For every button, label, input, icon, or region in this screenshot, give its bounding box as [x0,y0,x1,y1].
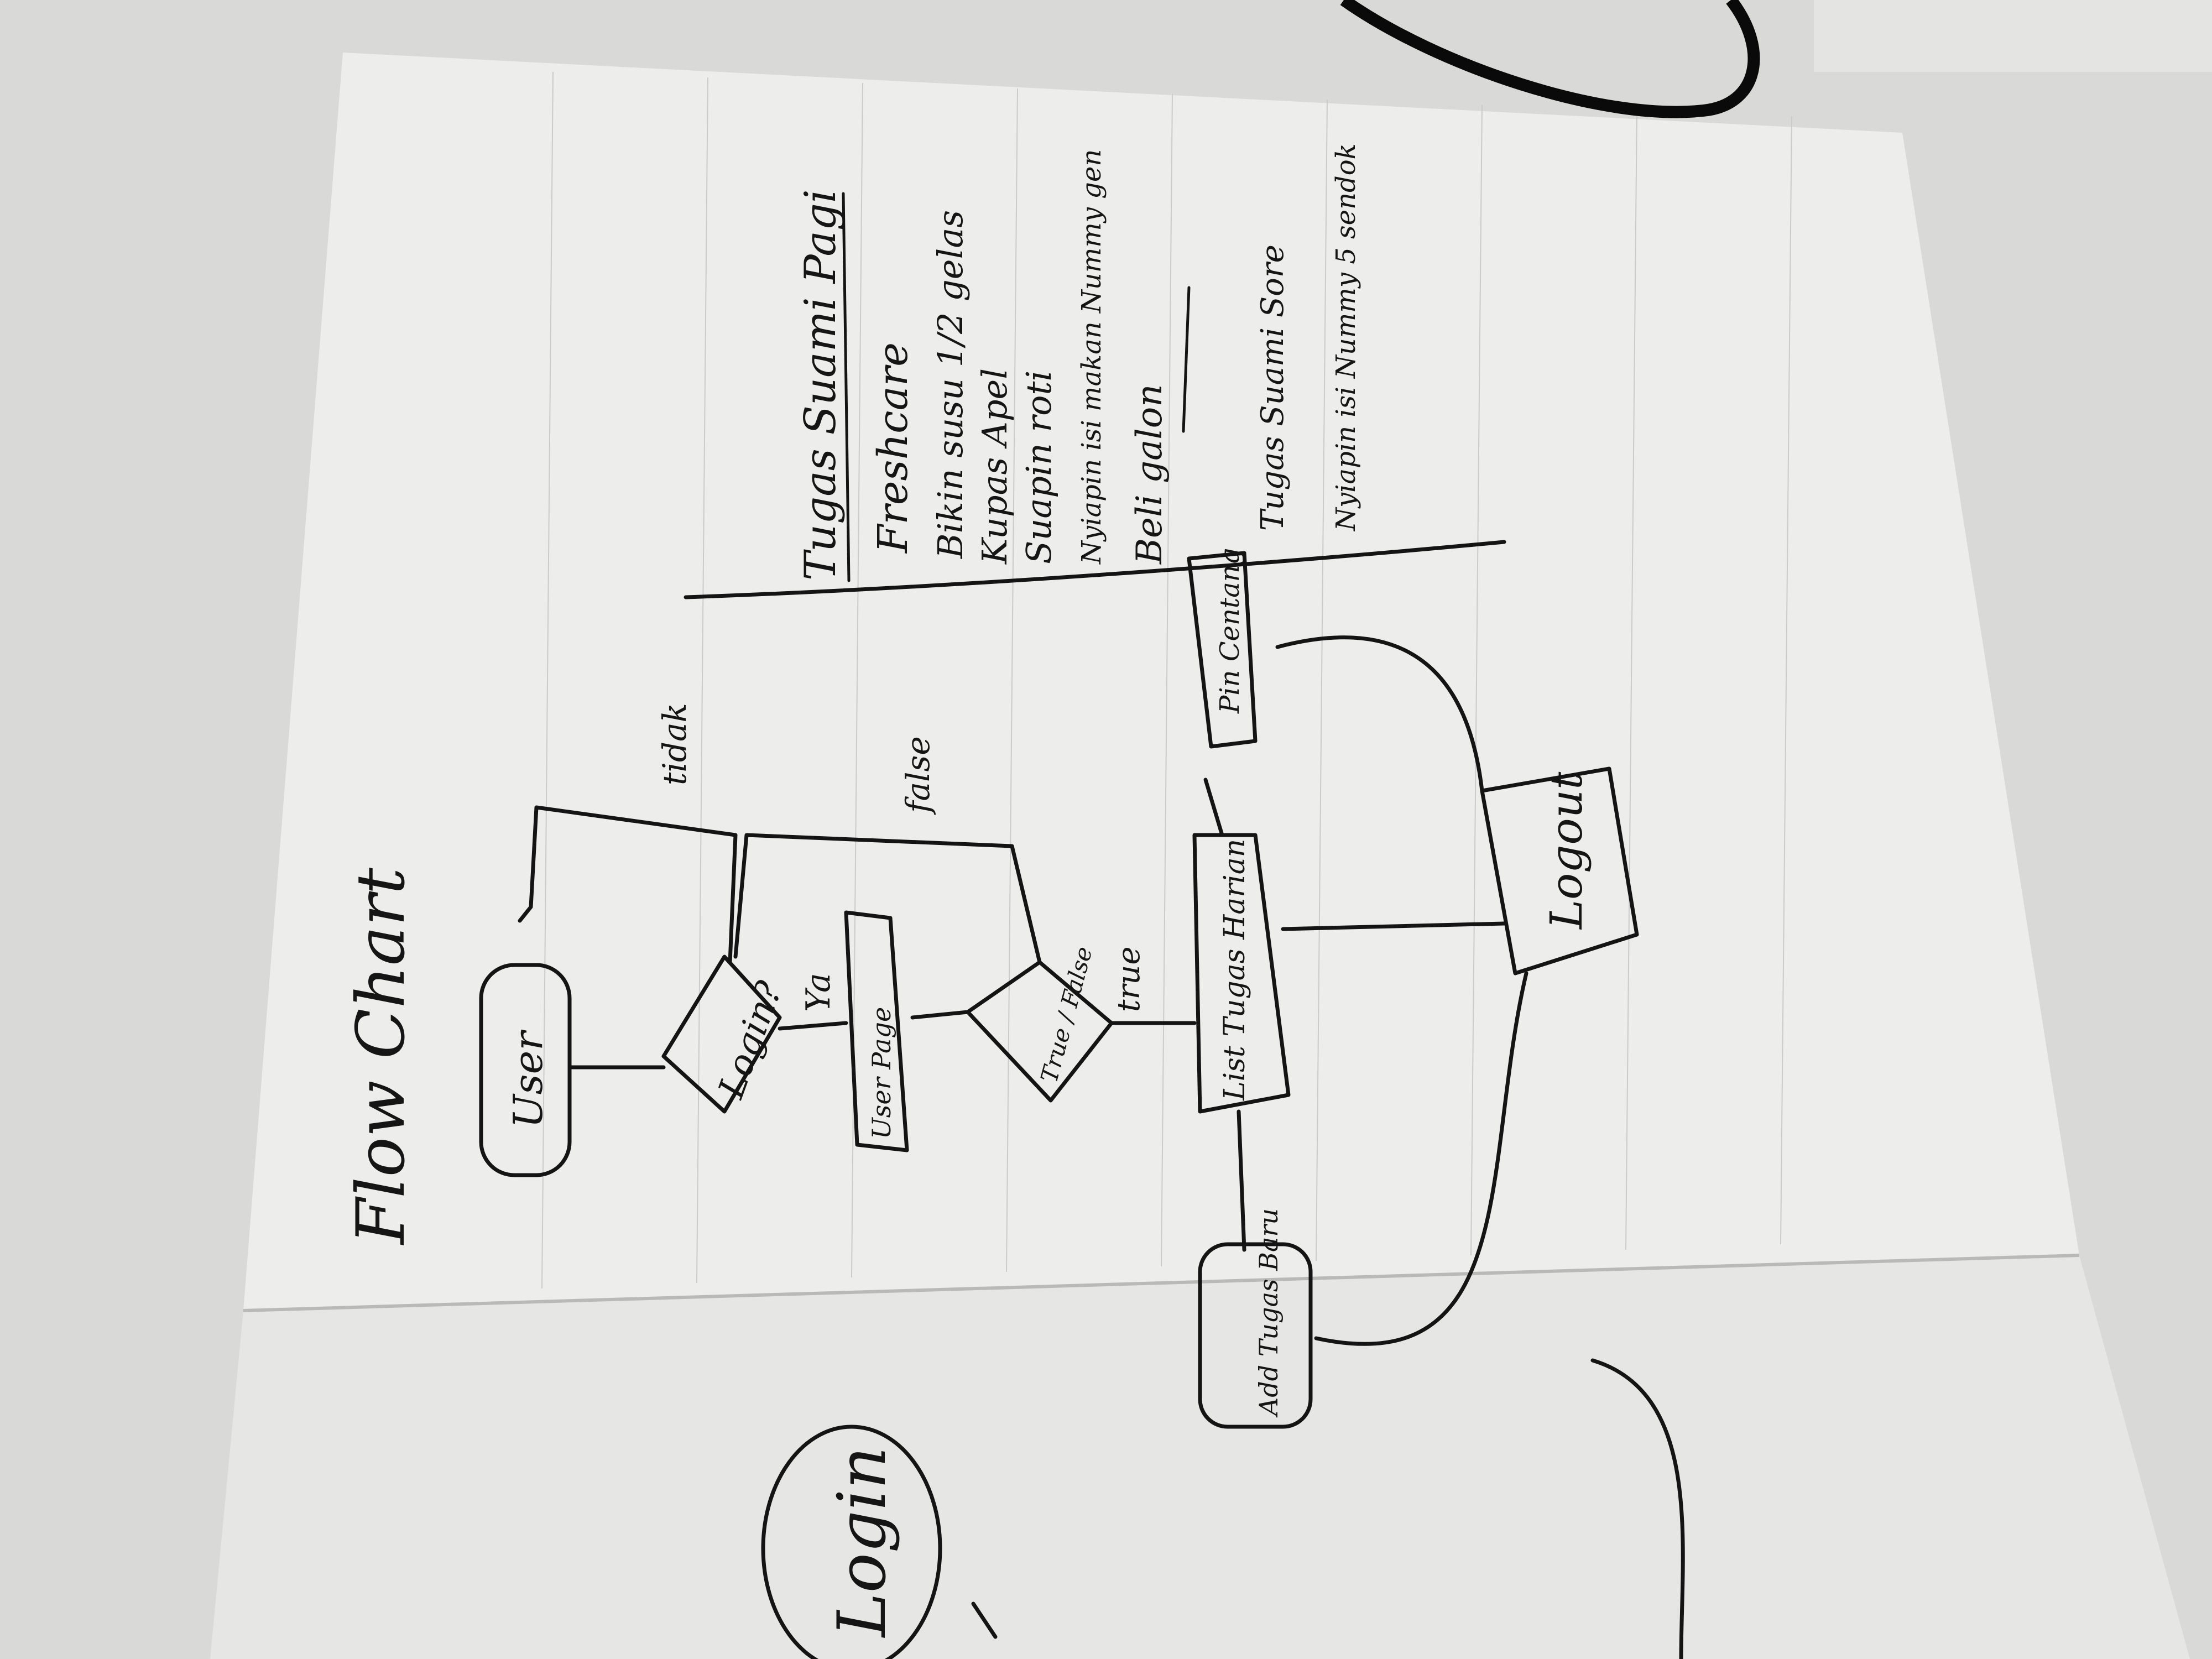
morning-item-6: Beli galon [1129,384,1170,565]
notes: Tugas Suami Pagi Freshcare Bikin susu 1/… [796,143,1361,582]
logout-label: Logout [1541,771,1592,930]
dash-mark [971,1601,998,1639]
login-yes-label: Ya [799,973,838,1012]
cable [1340,0,1760,118]
evening-item-1: Nyiapin isi Nummy 5 sendok [1331,143,1361,531]
proof-label: Pin Centang [1214,548,1245,714]
next-page: Login [761,1358,1685,1659]
login-terminator-label: Login [824,1447,901,1638]
validate-false-label: false [899,736,937,815]
login-no-label: tidak [656,703,693,785]
add-task-label: Add Tugas Baru [1254,1208,1284,1418]
login-decision [661,954,782,1114]
connector-list-add [1237,1109,1246,1252]
user-page-label: User Page [867,1007,896,1139]
heading-underline [842,192,851,582]
logout-box [1480,766,1639,975]
morning-item-5: Nyiapin isi makan Nummy gen [1076,149,1107,565]
connector-proof-logout [1275,635,1484,793]
list-task-box [1192,833,1291,1114]
morning-item-3: Kupas Apel [974,368,1015,565]
user-label: User [505,1030,551,1128]
connector-userpage-validate [910,1010,970,1020]
add-task-box [1198,1242,1313,1429]
curve-mark [1590,1358,1685,1659]
morning-item-1: Freshcare [869,342,917,554]
flowchart: Flow Chart User Login? tidak Ya User Pag… [343,548,1639,1429]
proof-box [1187,551,1258,749]
paper-fold [243,1254,2080,1312]
device-edge [1814,0,2212,72]
connector-list-proof [1203,778,1224,837]
flowchart-title: Flow Chart [343,867,420,1245]
notes-divider [684,540,1506,599]
connector-login-yes [778,1021,848,1031]
morning-item-4: Suapin roti [1019,371,1059,564]
user-page-box [844,910,909,1152]
connector-list-logout [1281,921,1506,931]
connector-add-logout [1314,971,1528,1346]
notes-heading-evening: Tugas Suami Sore [1255,244,1291,531]
login-terminator [761,1425,942,1659]
user-terminator [479,963,572,1177]
connector-validate-false [733,833,1042,964]
paper-sheet-bottom [210,1255,2190,1659]
morning-item-2: Bikin susu 1/2 gelas [930,210,971,559]
validate-true-label: true [1111,947,1147,1012]
connector-login-no [518,805,738,964]
item-6-underline [1182,286,1191,433]
notes-heading-morning: Tugas Suami Pagi [796,189,846,581]
list-task-label: List Tugas Harian [1218,839,1251,1101]
